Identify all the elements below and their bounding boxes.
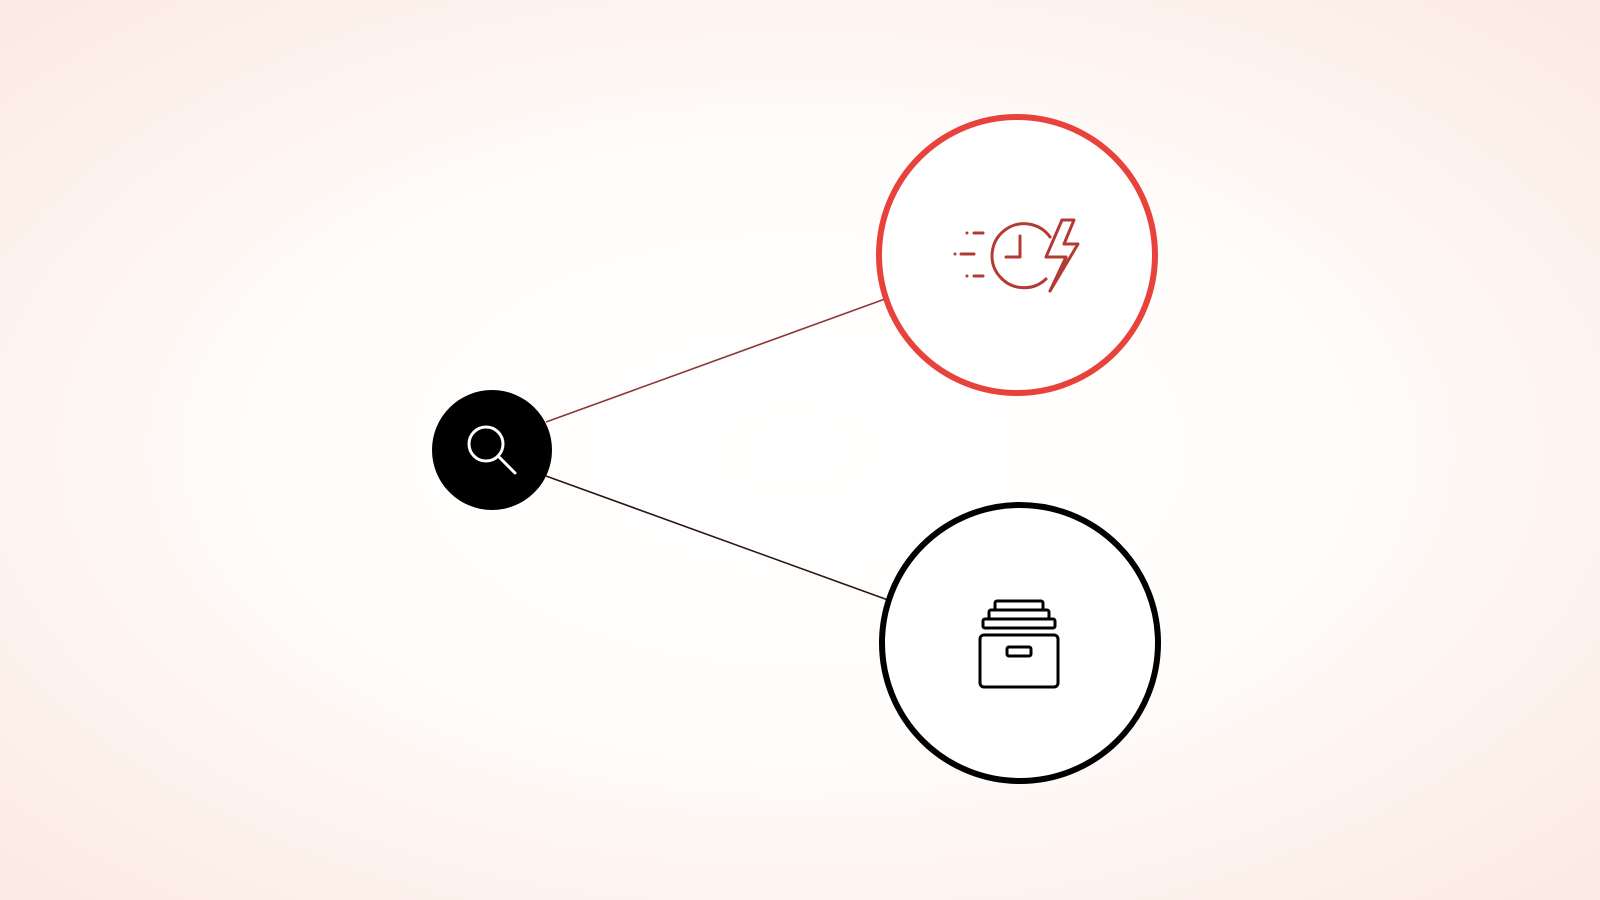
- node-search[interactable]: [432, 390, 552, 510]
- search-icon: [467, 425, 517, 475]
- fast-clock-lightning-icon: [953, 218, 1080, 293]
- node-archive[interactable]: [879, 502, 1161, 784]
- edge-search-to-archive: [545, 475, 889, 601]
- edge-search-to-fast: [545, 298, 886, 423]
- node-fast[interactable]: [876, 114, 1158, 396]
- archive-box-icon: [978, 599, 1060, 689]
